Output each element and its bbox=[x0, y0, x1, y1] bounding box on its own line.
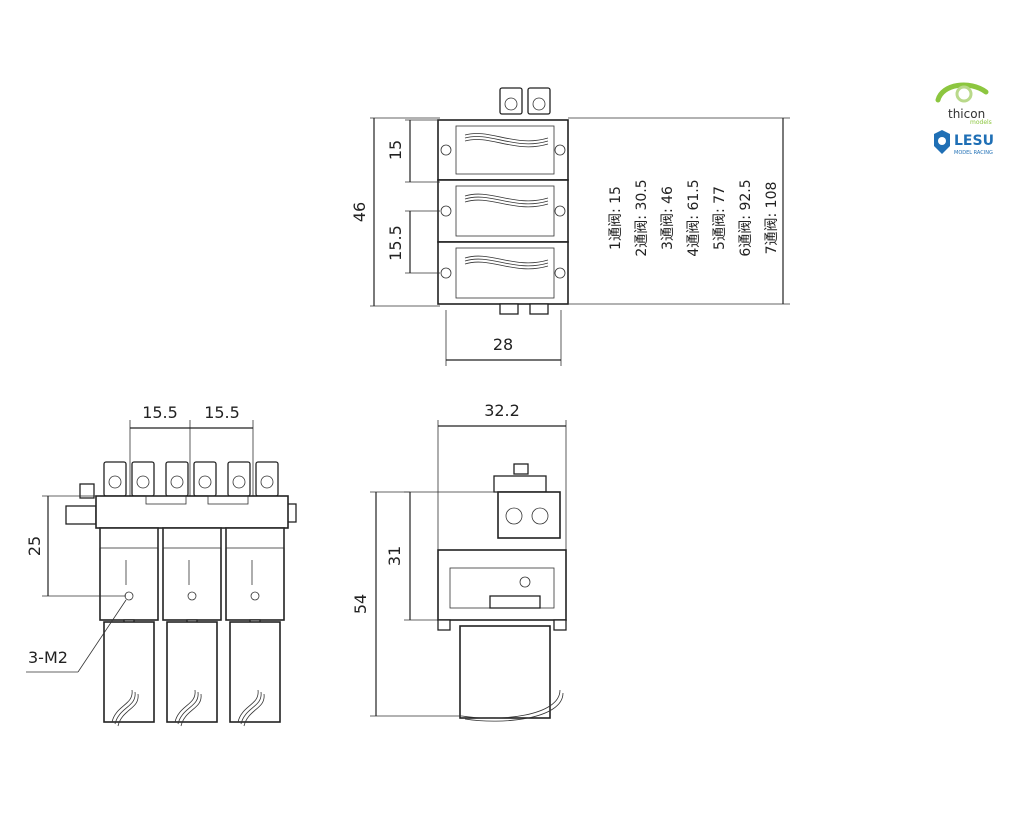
front-valve-3 bbox=[225, 527, 285, 727]
lesu-logo-text: LESU bbox=[954, 133, 994, 149]
front-view: 15.5 15.5 bbox=[25, 403, 297, 727]
lesu-logo-subtext: MODEL RACING bbox=[954, 150, 993, 156]
dim-height-25: 25 bbox=[25, 536, 44, 556]
top-view: 46 15 15.5 28 1通阀: 15 2通阀: 30.5 3通阀: 46 … bbox=[350, 87, 790, 366]
thicon-logo: thicon models bbox=[930, 78, 996, 126]
valve-block-3 bbox=[437, 241, 569, 305]
channel-row-7: 7通阀: 108 bbox=[764, 182, 780, 255]
thicon-logo-subtext: models bbox=[970, 119, 992, 124]
channel-row-4: 4通阀: 61.5 bbox=[686, 179, 702, 256]
dim-width-32-2: 32.2 bbox=[484, 401, 520, 420]
thicon-logo-text: thicon bbox=[948, 107, 985, 121]
side-view: 32.2 31 54 bbox=[351, 401, 567, 722]
dim-first-15: 15 bbox=[386, 140, 405, 160]
lesu-logo: LESU MODEL RACING bbox=[932, 128, 1018, 158]
dim-total-54: 54 bbox=[351, 594, 370, 614]
top-view-connectors bbox=[499, 87, 551, 115]
dim-pitch-15-5: 15.5 bbox=[386, 225, 405, 261]
valve-block-2 bbox=[437, 179, 569, 243]
channel-row-6: 6通阀: 92.5 bbox=[738, 179, 754, 256]
front-valve-1 bbox=[99, 527, 159, 727]
valve-block-1 bbox=[437, 119, 569, 181]
hole-note-3-m2: 3-M2 bbox=[28, 648, 68, 667]
channel-row-5: 5通阀: 77 bbox=[712, 186, 728, 250]
dim-total-height-46: 46 bbox=[350, 202, 369, 222]
channel-row-3: 3通阀: 46 bbox=[660, 186, 676, 250]
channel-row-1: 1通阀: 15 bbox=[608, 186, 624, 250]
dim-pitch-right: 15.5 bbox=[204, 403, 240, 422]
channel-row-2: 2通阀: 30.5 bbox=[634, 179, 650, 256]
dim-width-28: 28 bbox=[493, 335, 513, 354]
channel-length-table: 1通阀: 15 2通阀: 30.5 3通阀: 46 4通阀: 61.5 5通阀:… bbox=[608, 179, 780, 256]
front-valve-2 bbox=[162, 527, 222, 727]
dim-pitch-left: 15.5 bbox=[142, 403, 178, 422]
front-view-connectors bbox=[103, 461, 279, 497]
dim-upper-31: 31 bbox=[385, 546, 404, 566]
